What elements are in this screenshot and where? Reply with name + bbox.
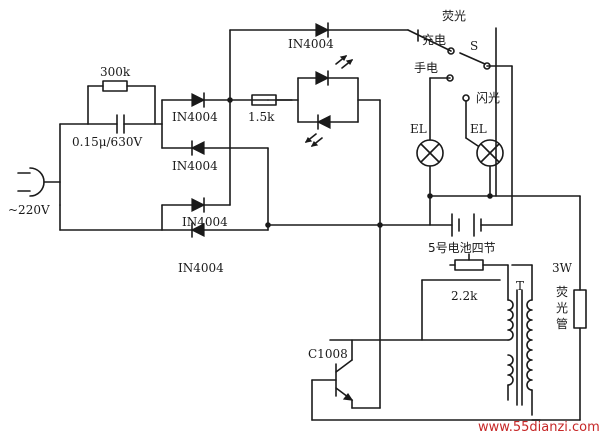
battery-pack: [267, 213, 513, 237]
watermark: www.55dianzi.com: [478, 420, 600, 435]
resistor-2-2k: [421, 253, 509, 281]
transformer-label: T: [516, 279, 524, 293]
diode-d1: [161, 92, 269, 108]
transistor-c1008: [311, 339, 541, 421]
switch-pos-fluorescent: 荧光: [442, 9, 466, 23]
tube-power-label: 3W: [552, 261, 573, 275]
battery-label: 5号电池四节: [428, 241, 496, 255]
diode-d2: [161, 140, 269, 156]
switch-pos-flashlight: 手电: [414, 61, 438, 75]
mains-plug: [17, 123, 61, 206]
mains-label: ~220V: [8, 203, 50, 217]
lamp-2-label: EL: [470, 122, 487, 136]
capacitor: [87, 114, 163, 134]
diode-d3: [161, 197, 231, 213]
switch-pos-charge: 充电: [422, 32, 446, 47]
lamp-el-1: [416, 139, 444, 197]
lamp-1-label: EL: [410, 122, 427, 136]
diode-d4-label: IN4004: [178, 261, 224, 275]
diode-top-label: IN4004: [288, 37, 334, 51]
diode-d4: [161, 222, 269, 238]
transistor-label: C1008: [308, 347, 348, 361]
switch-pos-flash: 闪光: [476, 91, 500, 105]
resistor-300k-label: 300k: [100, 65, 131, 79]
diode-top: [229, 22, 452, 52]
switch-label-s: S: [470, 39, 478, 53]
resistor-1-5k-label: 1.5k: [248, 110, 275, 124]
diode-d3-label: IN4004: [182, 215, 228, 229]
tube-name-2: 光: [556, 301, 568, 315]
tube-name-3: 管: [556, 316, 568, 331]
selector-switch: [417, 27, 513, 226]
led-pair: [297, 55, 359, 147]
diode-d2-label: IN4004: [172, 159, 218, 173]
lamp-el-2: [465, 137, 504, 197]
tube-name-1: 荧: [556, 285, 568, 299]
transformer-t: [329, 264, 533, 416]
diode-d1-label: IN4004: [172, 110, 218, 124]
resistor-2-2k-label: 2.2k: [451, 289, 478, 303]
resistor-300k: [87, 80, 156, 125]
capacitor-label: 0.15μ/630V: [72, 135, 142, 149]
fluorescent-tube: [531, 289, 587, 421]
